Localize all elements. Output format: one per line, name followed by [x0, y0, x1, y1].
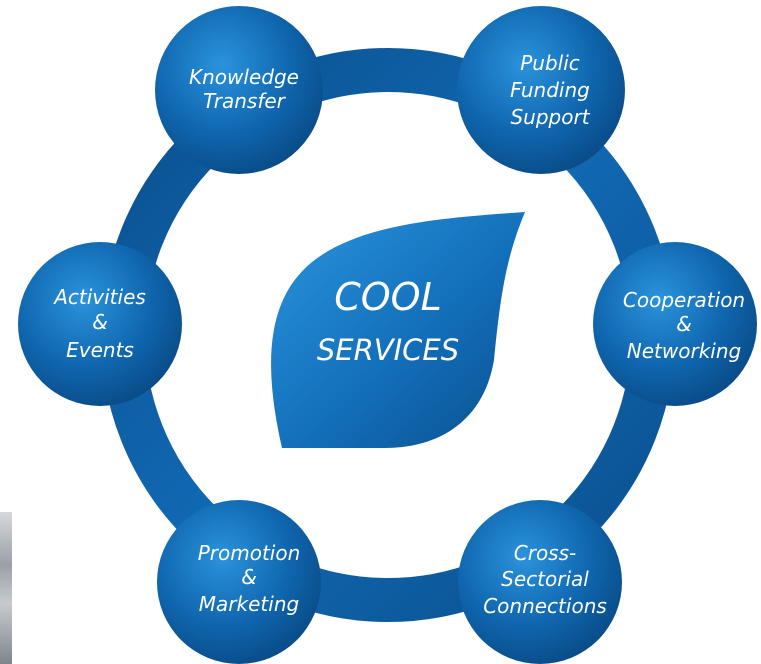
center-title: COOL [334, 275, 442, 319]
background-photo-fragment [0, 512, 12, 664]
node-label: Sectorial [501, 567, 589, 591]
node-cross-sectorial-connections[interactable]: Cross- Sectorial Connections [458, 500, 622, 664]
node-circle [155, 6, 323, 174]
node-circle [18, 242, 182, 406]
center-subtitle: SERVICES [317, 333, 459, 367]
node-label: Events [66, 338, 134, 362]
node-circle [458, 500, 622, 664]
node-label: Transfer [203, 89, 287, 113]
node-cooperation-networking[interactable]: Cooperation & Networking [593, 242, 757, 406]
node-label: Public [520, 51, 580, 75]
node-circle [593, 242, 757, 406]
node-public-funding-support[interactable]: Public Funding Support [457, 6, 625, 174]
node-label: Promotion [198, 541, 301, 565]
center-leaf: COOL SERVICES [271, 212, 525, 448]
node-label: Knowledge [189, 65, 299, 89]
node-label: Funding [510, 78, 590, 102]
node-label: Activities [52, 285, 146, 309]
node-label: Networking [627, 339, 741, 363]
node-activities-events[interactable]: Activities & Events [18, 242, 182, 406]
node-label: Cross- [514, 541, 576, 565]
node-circle [457, 6, 625, 174]
node-label: & [241, 565, 257, 589]
node-knowledge-transfer[interactable]: Knowledge Transfer [155, 6, 323, 174]
node-label: Marketing [199, 592, 299, 616]
node-circle [157, 500, 321, 664]
node-label: & [676, 312, 692, 336]
node-label: Support [510, 105, 590, 129]
node-promotion-marketing[interactable]: Promotion & Marketing [157, 500, 321, 664]
node-label: Cooperation [623, 288, 745, 312]
node-label: & [92, 310, 108, 334]
node-label: Connections [483, 594, 607, 618]
leaf-shape [271, 212, 525, 448]
